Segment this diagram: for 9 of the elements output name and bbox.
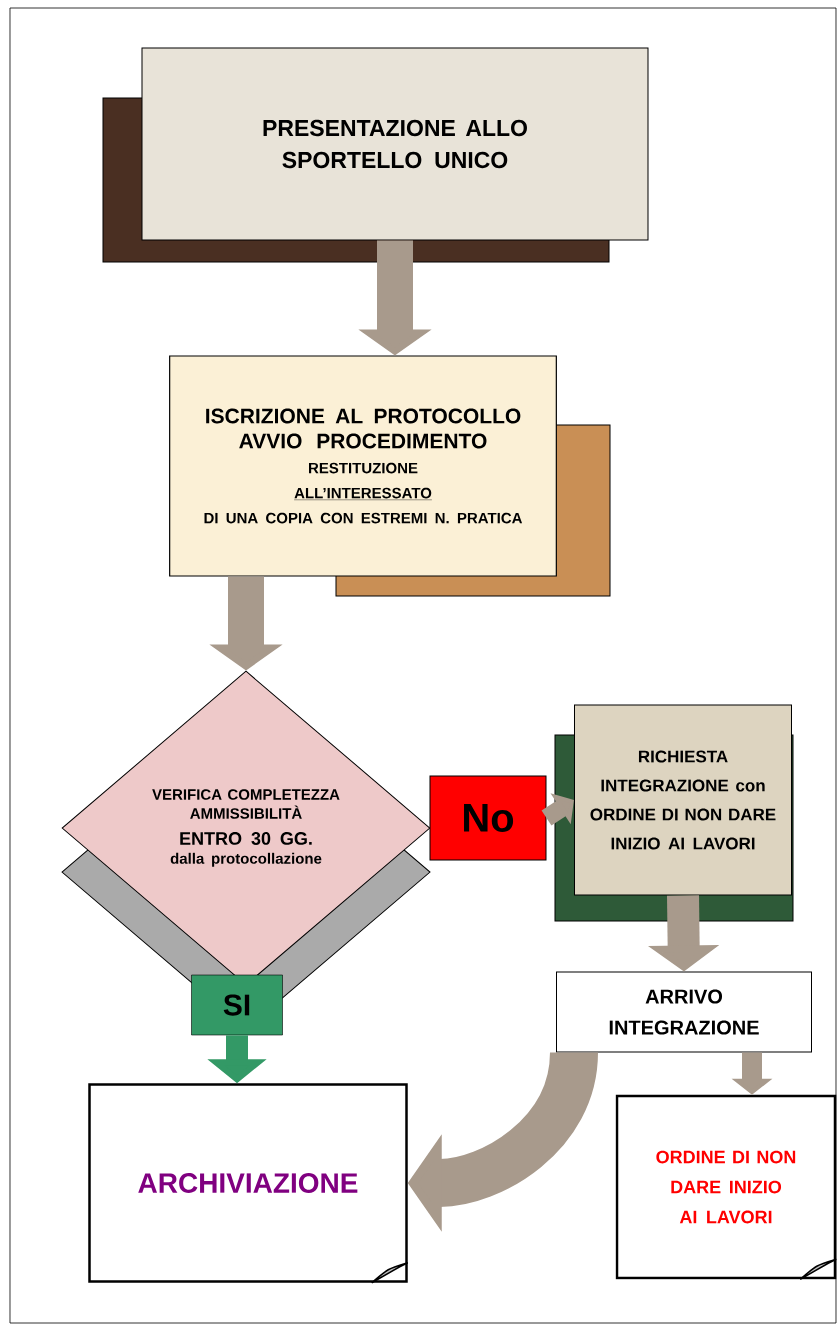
document-box: ARCHIVIAZIONE	[88, 1083, 409, 1284]
document-box: ORDINE DI NON DARE INIZIO AI LAVORI	[615, 1094, 837, 1280]
process-box: ISCRIZIONE AL PROTOCOLLO AVVIO PROCEDIMENTO RESTITUZIONE ALL’INTERESSATO DI UNA COPIA CON ESTREMI N. PRATICA	[169, 355, 557, 577]
block-arrow	[541, 793, 574, 826]
process-box: RICHIESTA INTEGRAZIONE con ORDINE DI NON DARE INIZIO AI LAVORI	[574, 704, 792, 896]
answer-box: No	[429, 775, 547, 861]
process-box: PRESENTAZIONE ALLO SPORTELLO UNICO	[141, 47, 649, 241]
process-box: ARRIVO INTEGRAZIONE	[556, 971, 812, 1053]
answer-box: SI	[191, 974, 283, 1036]
